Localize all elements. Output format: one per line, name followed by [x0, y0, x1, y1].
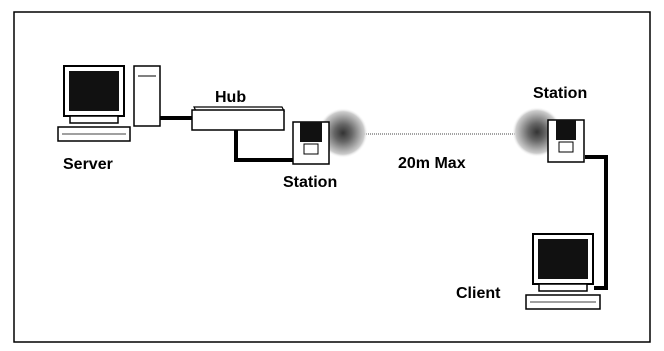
label-server: Server — [63, 156, 113, 173]
cable-hub-station — [234, 129, 294, 162]
label-distance: 20m Max — [398, 155, 466, 172]
cables — [160, 116, 608, 290]
cable-station-client — [585, 155, 608, 290]
label-client: Client — [456, 285, 501, 302]
desktop-computer-icon — [525, 233, 601, 310]
wireless-station-right — [547, 119, 585, 163]
network-hub-icon — [191, 106, 285, 131]
wireless-station-left — [292, 121, 330, 165]
desktop-computer-with-tower-icon — [57, 65, 161, 142]
label-station-left: Station — [283, 174, 337, 191]
label-hub: Hub — [215, 89, 246, 106]
label-station-right: Station — [533, 85, 587, 102]
